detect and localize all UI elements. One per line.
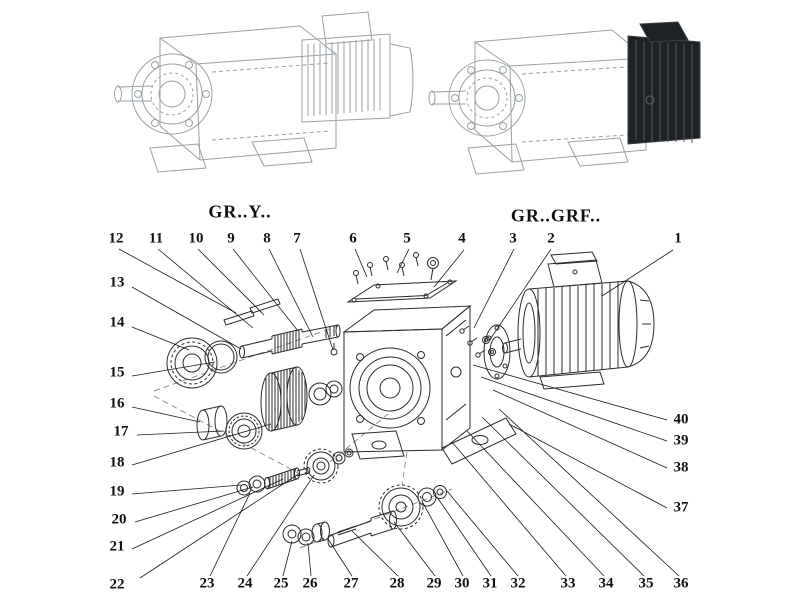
- part-callout: 5: [403, 230, 411, 247]
- part-callout: 19: [109, 483, 125, 500]
- part-callout: 13: [109, 274, 125, 291]
- part-callout: 36: [673, 575, 689, 592]
- mounting-base: [351, 417, 517, 465]
- part-callout: 33: [560, 575, 576, 592]
- part-callout: 29: [426, 575, 442, 592]
- gearbox-housing: [330, 304, 472, 453]
- large-gear: [260, 366, 308, 432]
- retaining-rings-upper: [308, 380, 343, 406]
- assembled-view-gr-y: [114, 11, 414, 173]
- part-callout: 4: [458, 230, 466, 247]
- electric-motor: [502, 251, 655, 390]
- part-callout: 28: [389, 575, 405, 592]
- assembled-view-gr-grf: [428, 21, 701, 175]
- exploded-view: [153, 251, 655, 549]
- part-callout: 7: [293, 230, 301, 247]
- intermediate-pinion-assembly: [236, 448, 354, 496]
- part-callout: 17: [113, 423, 129, 440]
- part-callout: 12: [108, 230, 124, 247]
- eye-bolt: [427, 257, 439, 281]
- part-callout: 39: [673, 432, 689, 449]
- part-callout: 30: [454, 575, 470, 592]
- dark-input-adapter: [627, 21, 701, 145]
- part-callout: 24: [237, 575, 253, 592]
- part-callout: 16: [109, 395, 125, 412]
- shaft-keys: [223, 298, 281, 326]
- part-callout: 26: [302, 575, 318, 592]
- part-callout: 22: [109, 576, 125, 593]
- spacer-sleeve: [196, 405, 228, 441]
- ball-bearing: [225, 412, 263, 450]
- part-callout: 3: [509, 230, 517, 247]
- figure-title-gr-y: GR..Y..: [208, 201, 272, 222]
- part-callout: 40: [673, 411, 689, 428]
- part-callout: 37: [673, 499, 689, 516]
- part-callout: 20: [111, 511, 127, 528]
- part-callout: 14: [109, 314, 125, 331]
- part-callout: 34: [598, 575, 614, 592]
- part-callout: 31: [482, 575, 498, 592]
- part-callout: 27: [343, 575, 359, 592]
- part-callout: 6: [349, 230, 357, 247]
- part-callout: 11: [148, 230, 164, 247]
- part-callout: 38: [673, 459, 689, 476]
- part-callout: 10: [188, 230, 204, 247]
- input-flange: [483, 324, 511, 380]
- part-callout: 35: [638, 575, 654, 592]
- part-callout: 32: [510, 575, 526, 592]
- part-callout: 1: [674, 230, 682, 247]
- construction-lines: [153, 325, 453, 549]
- part-callout: 21: [109, 538, 125, 555]
- circlip: [204, 340, 238, 374]
- part-callout: 18: [109, 454, 125, 471]
- part-callout: 25: [273, 575, 289, 592]
- part-callout: 2: [547, 230, 555, 247]
- leader-lines: [118, 248, 680, 579]
- part-callout: 9: [227, 230, 235, 247]
- figure-title-gr-grf: GR..GRF..: [510, 205, 602, 226]
- bearing-ring-gear: [166, 337, 218, 389]
- output-shaft-assembly: [282, 484, 447, 548]
- part-callout: 8: [263, 230, 271, 247]
- cover-screws: [353, 252, 419, 285]
- part-callout: 23: [199, 575, 215, 592]
- cover-plate: [346, 279, 458, 303]
- input-shaft: [239, 324, 341, 359]
- part-callout: 15: [109, 364, 125, 381]
